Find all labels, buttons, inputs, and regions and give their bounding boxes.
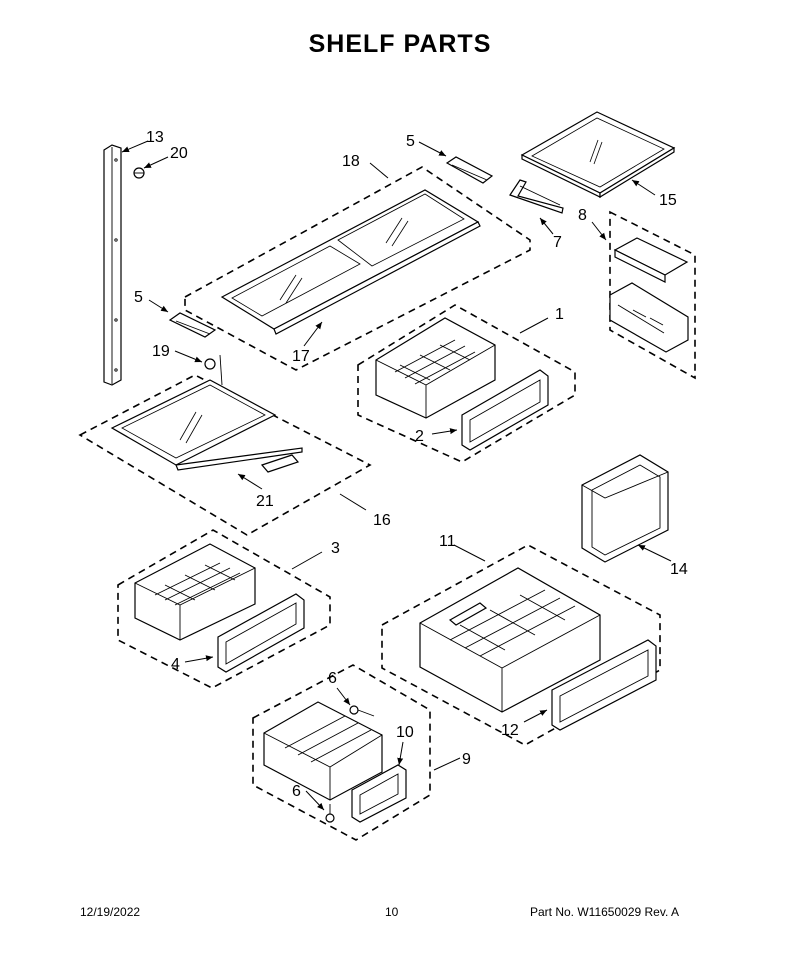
large-drawer-part-11 <box>419 567 601 713</box>
footer-date: 12/19/2022 <box>80 905 141 919</box>
callout-6-bottom: 6 <box>292 783 301 800</box>
clip-part-19 <box>204 354 223 386</box>
callout-20: 20 <box>170 145 188 162</box>
group-outline-1 <box>357 304 576 463</box>
door-panel-part-14 <box>581 454 669 563</box>
drawer-part-3 <box>134 543 256 641</box>
drawer-front-part-12 <box>551 639 657 731</box>
callout-18: 18 <box>342 153 360 170</box>
wide-glass-shelf-part <box>220 189 481 335</box>
callout-14: 14 <box>670 561 688 578</box>
callout-11: 11 <box>439 533 456 550</box>
group-outline-16 <box>78 374 372 536</box>
vertical-rail-part <box>103 144 122 386</box>
callout-3: 3 <box>331 540 340 557</box>
small-glass-shelf-part <box>520 111 676 199</box>
callout-17: 17 <box>292 348 310 365</box>
callout-6-top: 6 <box>328 670 337 687</box>
callout-16: 16 <box>373 512 391 529</box>
drawer-front-part-2 <box>461 369 549 451</box>
callout-21: 21 <box>256 493 274 510</box>
left-glass-shelf-part <box>110 379 303 473</box>
callout-4: 4 <box>171 656 180 673</box>
callout-8: 8 <box>578 207 587 224</box>
shelf-bracket-part-5-top <box>445 156 494 184</box>
group-outline-9 <box>252 664 431 841</box>
shelf-bracket-part-5-left <box>168 312 217 338</box>
callout-19: 19 <box>152 343 170 360</box>
drawer-front-part-4 <box>217 593 305 673</box>
footer-page-number: 10 <box>385 905 399 919</box>
callout-15: 15 <box>659 192 677 209</box>
screw-part-20 <box>133 167 145 179</box>
small-drawer-part-9 <box>263 701 383 801</box>
group-outline-8 <box>609 210 696 380</box>
door-bin-part-8 <box>609 237 689 353</box>
callout-5-top: 5 <box>406 133 415 150</box>
page-title: SHELF PARTS <box>308 30 492 58</box>
drawer-front-part-10 <box>351 764 407 823</box>
callout-13: 13 <box>146 129 164 146</box>
screw-part-6-top <box>349 705 375 717</box>
callout-12: 12 <box>501 722 519 739</box>
group-outline-3 <box>117 529 331 689</box>
footer-part-number: Part No. W11650029 Rev. A <box>530 905 679 919</box>
group-outline-11 <box>381 544 661 746</box>
callout-10: 10 <box>396 724 414 741</box>
callout-9: 9 <box>462 751 471 768</box>
callout-1: 1 <box>555 306 564 323</box>
shelf-support-part-7 <box>509 179 564 214</box>
callout-2: 2 <box>415 428 424 445</box>
callout-7: 7 <box>553 234 562 251</box>
callout-5-left: 5 <box>134 289 143 306</box>
group-outline-18 <box>184 166 531 371</box>
crisper-drawer-part-1 <box>375 317 496 419</box>
screw-part-6-bottom <box>325 804 335 823</box>
